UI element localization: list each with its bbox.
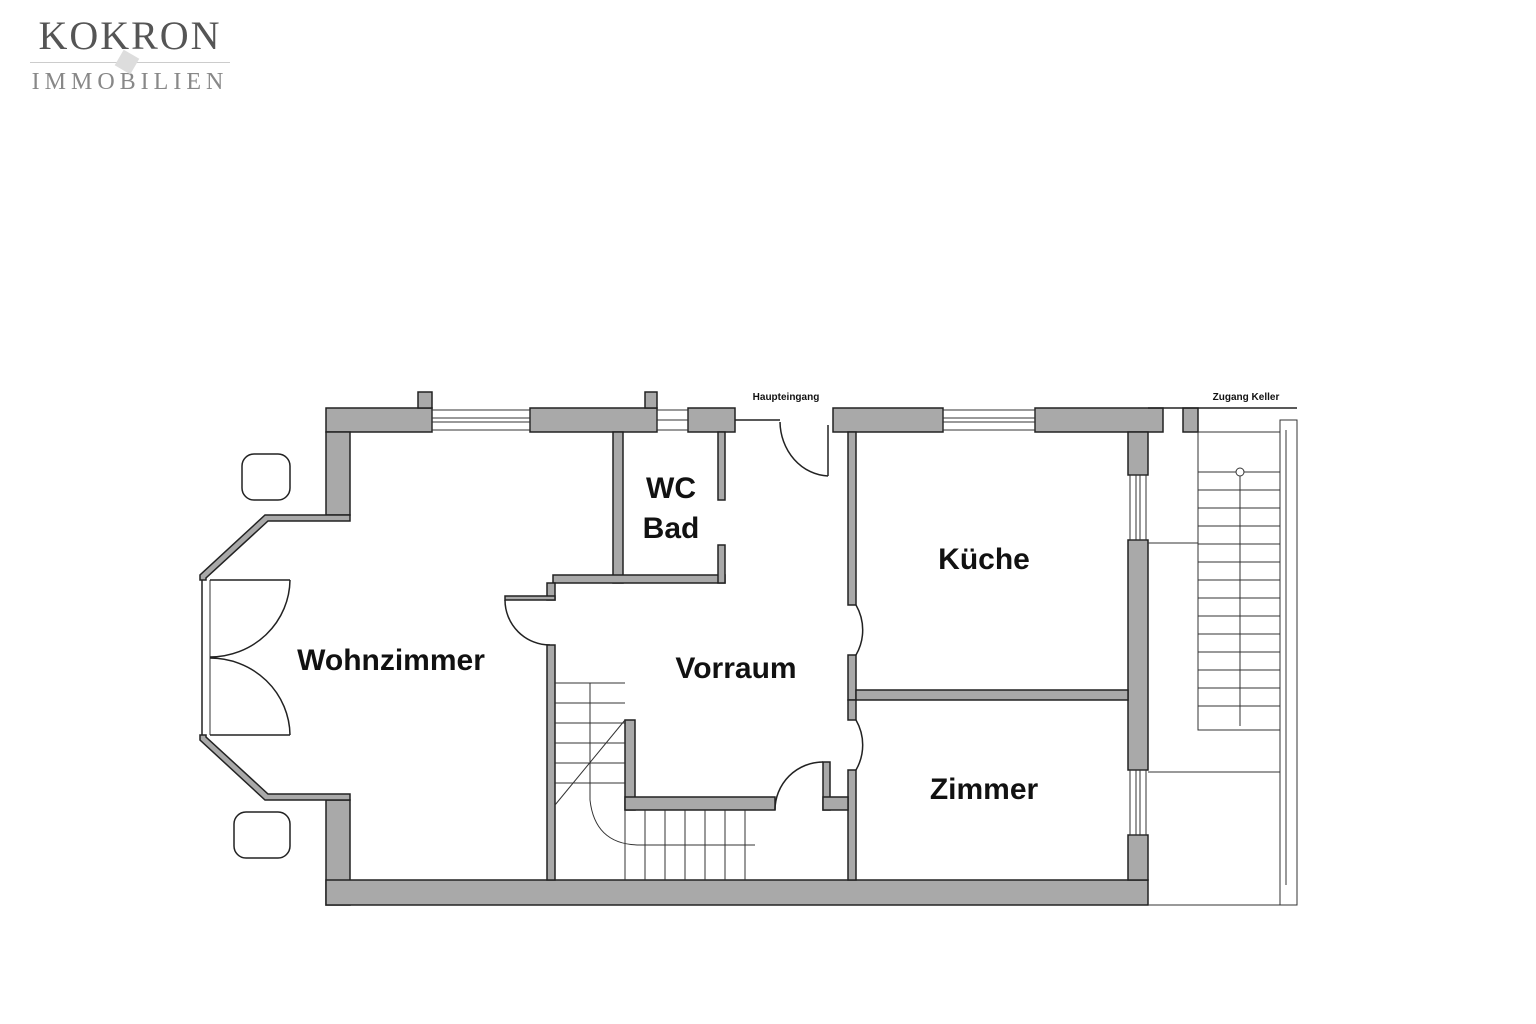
cellar-access-label: Zugang Keller — [1213, 392, 1280, 403]
company-logo: KOKRON IMMOBILIEN — [30, 14, 230, 97]
room-label-vorraum: Vorraum — [675, 652, 796, 685]
logo-subtitle: IMMOBILIEN — [31, 69, 229, 95]
entrance-label: Haupteingang — [753, 392, 820, 403]
logo-name: KOKRON — [38, 13, 222, 58]
room-label-wc: WC — [646, 472, 696, 505]
logo-divider — [30, 49, 230, 75]
room-label-kueche: Küche — [938, 543, 1030, 576]
room-label-wohnzimmer: Wohnzimmer — [297, 644, 485, 677]
room-label-bad: Bad — [643, 512, 700, 545]
walls — [199, 391, 1298, 906]
room-label-zimmer: Zimmer — [930, 773, 1039, 806]
